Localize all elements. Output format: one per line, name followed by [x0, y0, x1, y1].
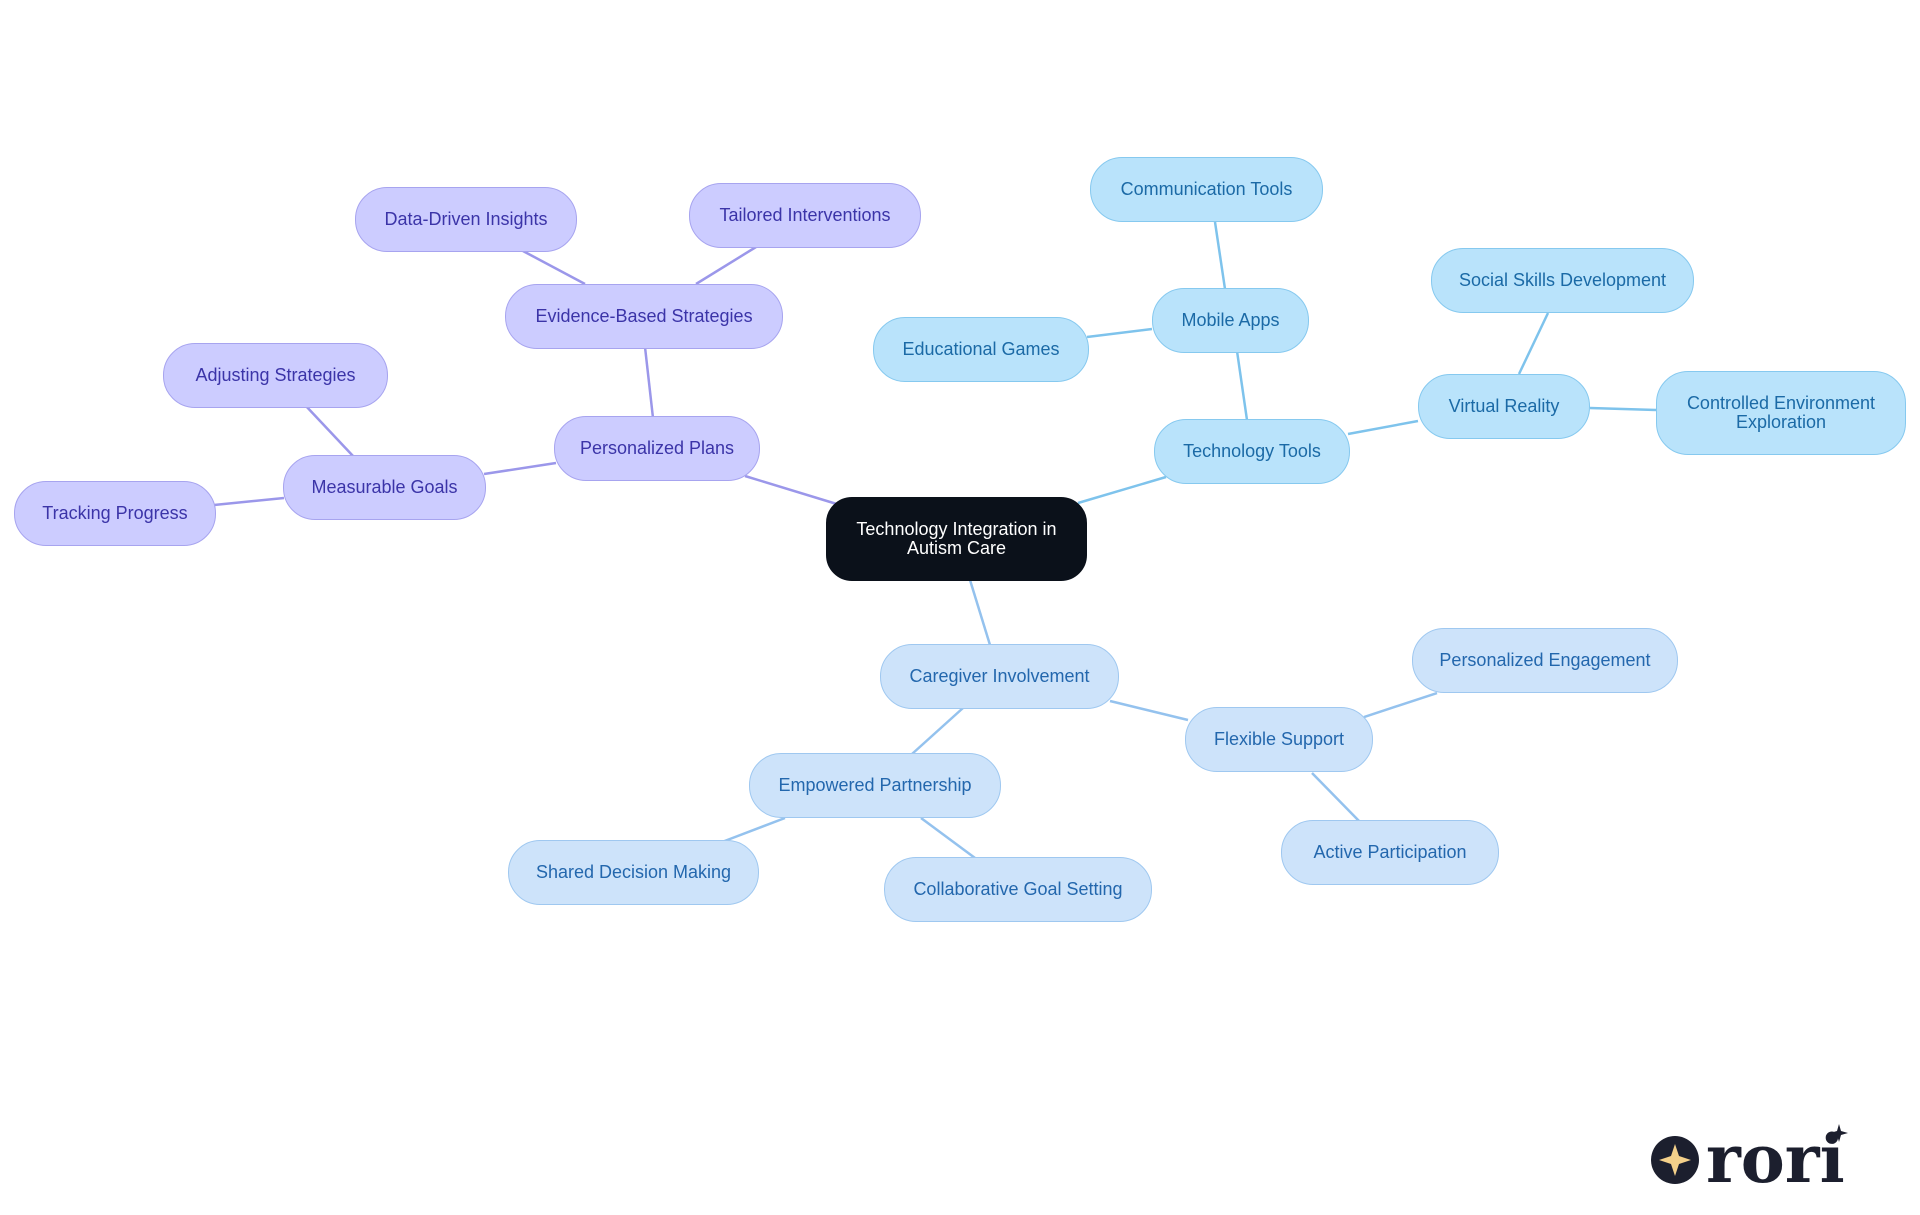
- virtual-reality-label: Virtual Reality: [1448, 396, 1560, 416]
- sparkle-star-icon: rori: [1651, 1120, 1848, 1198]
- edge-tools-mobile: [1235, 350, 1249, 421]
- collaborative-label: Collaborative Goal Setting: [913, 879, 1123, 899]
- node-controlled-environment[interactable]: Controlled Environment Exploration: [1656, 371, 1906, 455]
- node-data-driven-insights[interactable]: Data-Driven Insights: [355, 187, 577, 252]
- root-label: Technology Integration in Autism Care: [856, 519, 1057, 558]
- edge-measurable-adjusting: [304, 404, 354, 457]
- edge-flexible-active: [1311, 772, 1361, 823]
- edge-caregiver-flexible: [1109, 699, 1189, 722]
- edge-mobile-communication: [1213, 221, 1227, 290]
- edge-flexible-personalized-engagement: [1363, 691, 1438, 719]
- node-tracking-progress[interactable]: Tracking Progress: [14, 481, 216, 546]
- edge-empowered-shared: [721, 816, 786, 844]
- node-technology-tools[interactable]: Technology Tools: [1154, 419, 1350, 484]
- personalized-engagement-label: Personalized Engagement: [1439, 650, 1651, 670]
- edge-evidence-tailored: [695, 245, 757, 286]
- tracking-label: Tracking Progress: [42, 503, 188, 523]
- edge-tools-vr: [1347, 419, 1419, 436]
- edge-measurable-tracking: [213, 496, 285, 507]
- communication-label: Communication Tools: [1120, 179, 1293, 199]
- node-educational-games[interactable]: Educational Games: [873, 317, 1089, 382]
- mobile-apps-label: Mobile Apps: [1181, 310, 1280, 330]
- edge-mobile-educational: [1086, 327, 1153, 339]
- node-shared-decision-making[interactable]: Shared Decision Making: [508, 840, 759, 905]
- rori-logo: rori: [1650, 1120, 1860, 1198]
- social-skills-label: Social Skills Development: [1458, 270, 1667, 290]
- node-flexible-support[interactable]: Flexible Support: [1185, 707, 1373, 772]
- flexible-label: Flexible Support: [1213, 729, 1345, 749]
- edge-vr-controlled: [1589, 406, 1658, 412]
- node-evidence-based-strategies[interactable]: Evidence-Based Strategies: [505, 284, 783, 349]
- node-personalized-engagement[interactable]: Personalized Engagement: [1412, 628, 1678, 693]
- node-personalized-plans[interactable]: Personalized Plans: [554, 416, 760, 481]
- evidence-based-label: Evidence-Based Strategies: [535, 306, 753, 326]
- logo-text: rori: [1706, 1120, 1845, 1190]
- measurable-goals-label: Measurable Goals: [311, 477, 458, 497]
- edge-plans-evidence: [643, 346, 655, 419]
- educational-label: Educational Games: [902, 339, 1060, 359]
- node-measurable-goals[interactable]: Measurable Goals: [283, 455, 486, 520]
- node-social-skills-development[interactable]: Social Skills Development: [1431, 248, 1694, 313]
- shared-decision-label: Shared Decision Making: [535, 862, 732, 882]
- root-node[interactable]: Technology Integration in Autism Care: [826, 497, 1087, 581]
- edge-evidence-data-driven: [522, 249, 586, 286]
- edge-empowered-collaborative: [920, 816, 976, 860]
- technology-tools-label: Technology Tools: [1183, 441, 1321, 461]
- adjusting-label: Adjusting Strategies: [195, 365, 356, 385]
- node-empowered-partnership[interactable]: Empowered Partnership: [749, 753, 1001, 818]
- node-active-participation[interactable]: Active Participation: [1281, 820, 1499, 885]
- node-tailored-interventions[interactable]: Tailored Interventions: [689, 183, 921, 248]
- node-mobile-apps[interactable]: Mobile Apps: [1152, 288, 1309, 353]
- node-collaborative-goal-setting[interactable]: Collaborative Goal Setting: [884, 857, 1152, 922]
- node-communication-tools[interactable]: Communication Tools: [1090, 157, 1323, 222]
- active-participation-label: Active Participation: [1313, 842, 1467, 862]
- node-adjusting-strategies[interactable]: Adjusting Strategies: [163, 343, 388, 408]
- empowered-label: Empowered Partnership: [778, 775, 972, 795]
- edge-root-personalized-plans: [744, 474, 841, 507]
- tailored-label: Tailored Interventions: [719, 205, 891, 225]
- edge-root-technology-tools: [1077, 475, 1167, 505]
- caregiver-label: Caregiver Involvement: [909, 666, 1090, 686]
- edge-plans-measurable: [483, 461, 557, 476]
- node-virtual-reality[interactable]: Virtual Reality: [1418, 374, 1590, 439]
- node-caregiver-involvement[interactable]: Caregiver Involvement: [880, 644, 1119, 709]
- edge-caregiver-empowered: [911, 707, 964, 755]
- controlled-env-label: Controlled Environment Exploration: [1686, 393, 1876, 432]
- edge-vr-social: [1517, 312, 1550, 375]
- data-driven-label: Data-Driven Insights: [384, 209, 548, 229]
- edge-root-caregiver: [968, 579, 992, 646]
- personalized-plans-label: Personalized Plans: [579, 438, 735, 458]
